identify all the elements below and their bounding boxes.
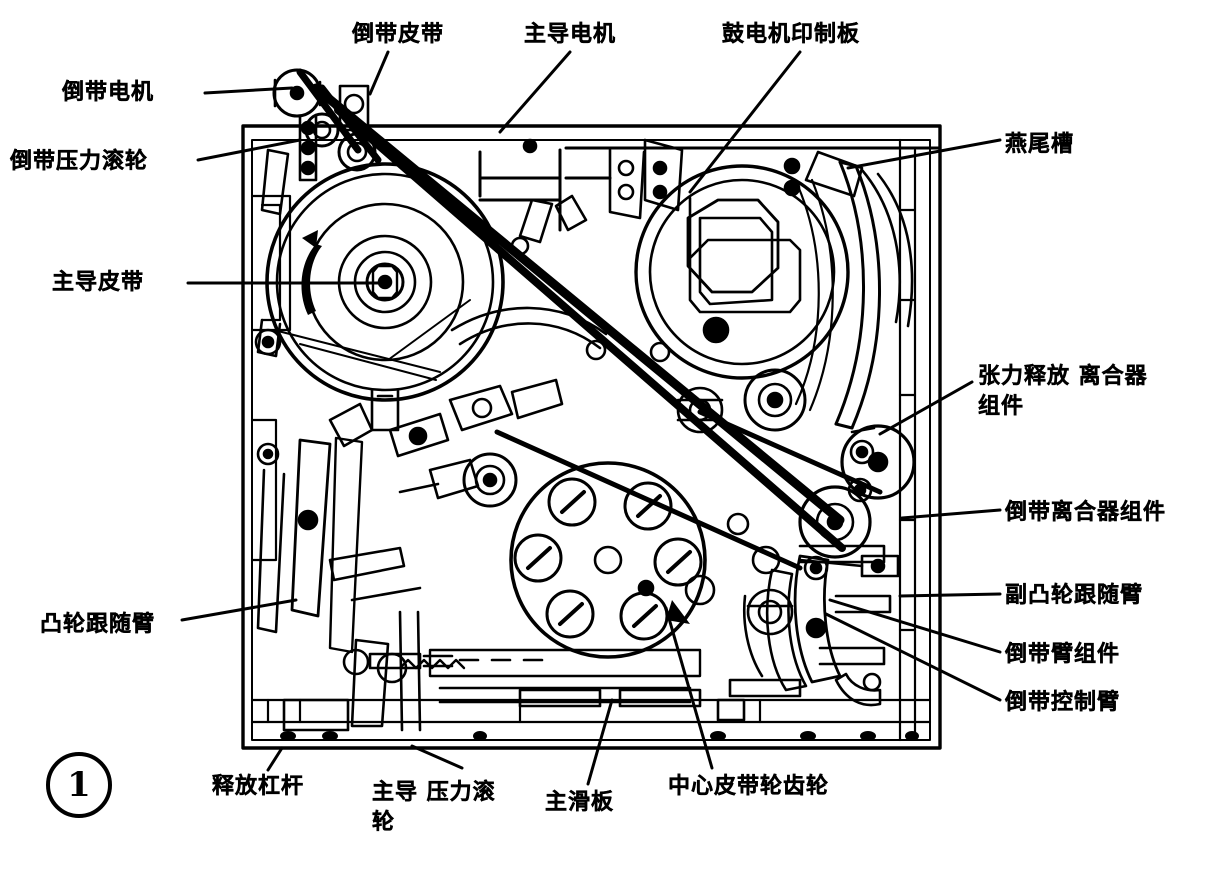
dovetail-inner-rail [794,178,834,412]
rewind-belt [296,68,382,164]
label-capstan-belt: 主导皮带 [52,270,145,295]
chassis-bottom-rail [250,698,932,724]
label-rewind-arm-assembly: 倒带臂组件 [1005,642,1121,667]
idler-pulley [743,368,807,432]
rewind-control-arm [742,568,808,692]
upper-right-supports [783,150,914,328]
right-small-holes [751,439,875,581]
chassis-right-rail [898,138,917,742]
leader-capstan-motor [498,50,572,134]
chassis-mounting-holes [280,731,919,741]
mid-lever-bar [510,194,588,256]
misc-fasteners [256,138,750,606]
tension-band [450,306,608,350]
leader-sub-cam-follower [898,592,1002,598]
capstan-belt [311,83,845,525]
rewind-arm-assembly [793,554,842,684]
spring-coil [398,658,466,670]
rotation-arrow-flywheel [301,230,322,315]
leader-rewind-control-arm [824,612,1002,702]
leader-release-lever [266,746,284,772]
label-sub-cam-follower-arm: 副凸轮跟随臂 [1005,583,1144,608]
leader-drum-motor-pcb [688,50,802,194]
lower-right-brackets [834,672,882,707]
screw-slots [526,490,692,628]
rewind-clutch-assembly [798,485,872,559]
release-lever [282,638,390,732]
tension-release-clutch-assembly [840,424,916,500]
rewind-lever-left [254,148,290,358]
label-capstan-pressure-roller: 主导 压力滚轮 [372,780,496,835]
figure-number: 1 [46,752,112,818]
label-center-pulley-gear: 中心皮带轮齿轮 [668,774,830,799]
left-vertical-links [256,436,364,654]
capstan-shaft-tab [370,388,400,432]
capstan-pressure-roller-assembly [398,452,518,508]
lower-center-blocks [518,678,802,722]
capstan-belt-return [334,106,846,552]
leader-capstan-pressure [410,744,464,770]
belt-lower-run [494,409,883,571]
label-drum-motor-pcb: 鼓电机印制板 [722,22,861,47]
lower-left-detail [328,546,454,684]
cam-follower-arm [290,438,332,618]
leader-rewind-clutch [900,508,1002,520]
right-linkage-plate [798,544,892,666]
leader-rewind-motor [203,86,294,95]
head-drum-assembly [634,164,850,380]
label-capstan-motor: 主导电机 [524,22,617,47]
drum-mount-bracket [608,138,684,220]
label-rewind-clutch-assembly: 倒带离合器组件 [1005,500,1167,525]
leader-rewind-arm [828,598,1002,654]
leader-lines [180,50,1002,786]
label-main-slide-plate: 主滑板 [545,790,615,815]
upper-cross-member [478,146,942,232]
label-rewind-belt: 倒带皮带 [352,22,445,47]
leader-center-pulley [664,606,714,770]
label-dovetail-slot: 燕尾槽 [1005,132,1075,157]
label-rewind-control-arm: 倒带控制臂 [1005,690,1121,715]
center-pulley-gear [509,461,707,659]
label-rewind-motor: 倒带电机 [62,80,155,105]
upper-left-linkage [328,378,564,458]
leader-tension-release [878,380,974,436]
label-rewind-pressure-roller: 倒带压力滚轮 [10,149,149,174]
label-cam-follower-arm: 凸轮跟随臂 [40,612,156,637]
small-gear-cluster [676,386,724,434]
label-release-lever: 释放杠杆 [212,774,305,799]
leader-rewind-pressure-roller [196,138,302,162]
leader-cam-follower [180,598,298,622]
main-slide-plate [398,610,702,732]
label-tension-release-clutch: 张力释放 离合器组件 [978,364,1148,419]
leader-rewind-belt [368,50,390,96]
leader-dovetail-slot [846,138,1002,170]
pulley-pointer-arrow [666,600,690,624]
dovetail-slot [834,160,882,430]
leader-main-slide [586,698,614,786]
chassis-frame [241,124,942,750]
drum-motor-pcb-octagon [686,198,780,294]
flywheel-detail [273,299,471,381]
